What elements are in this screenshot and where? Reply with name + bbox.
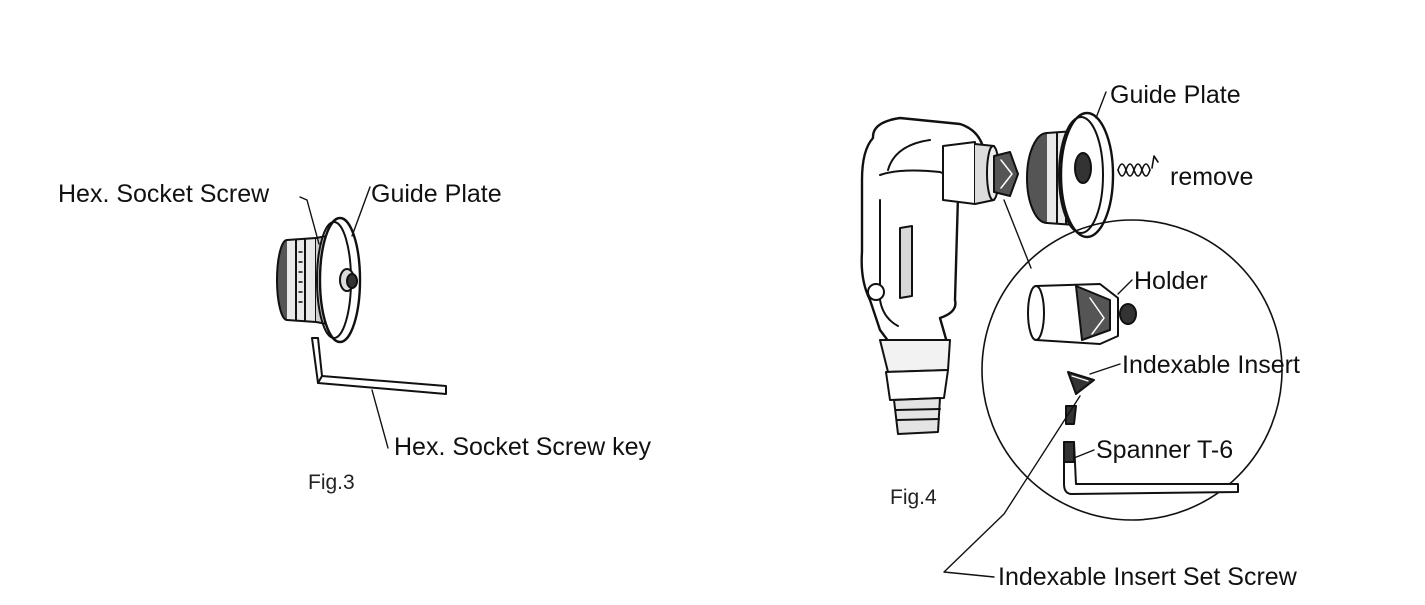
fig3-hex-key (311, 337, 447, 395)
remove-rotation-arrow (1117, 155, 1159, 177)
label-holder: Holder (1134, 267, 1208, 295)
fig3-leader-lines (299, 186, 389, 449)
label-hex-socket-screw: Hex. Socket Screw (58, 180, 270, 208)
fig3-guide-plate-assembly (276, 216, 362, 344)
fig4-leader-lines (943, 91, 1133, 578)
label-guide-plate-fig4: Guide Plate (1110, 81, 1241, 109)
label-spanner: Spanner T-6 (1096, 436, 1234, 464)
fig4-indexable-insert (1067, 371, 1095, 395)
label-guide-plate-fig3: Guide Plate (371, 180, 502, 208)
fig4-holder (1027, 283, 1137, 345)
fig4-guide-plate (1026, 111, 1115, 239)
caption-fig3: Fig.3 (308, 471, 355, 494)
label-indexable-insert: Indexable Insert (1122, 351, 1300, 379)
label-remove: remove (1170, 163, 1254, 191)
detail-pointer-line (1003, 199, 1032, 269)
fig4-tool-body (860, 116, 1019, 435)
label-set-screw: Indexable Insert Set Screw (998, 563, 1297, 591)
fig4-spanner (1063, 441, 1239, 495)
detail-circle (981, 219, 1283, 521)
label-hex-socket-screw-key: Hex. Socket Screw key (394, 433, 652, 461)
caption-fig4: Fig.4 (890, 486, 937, 509)
